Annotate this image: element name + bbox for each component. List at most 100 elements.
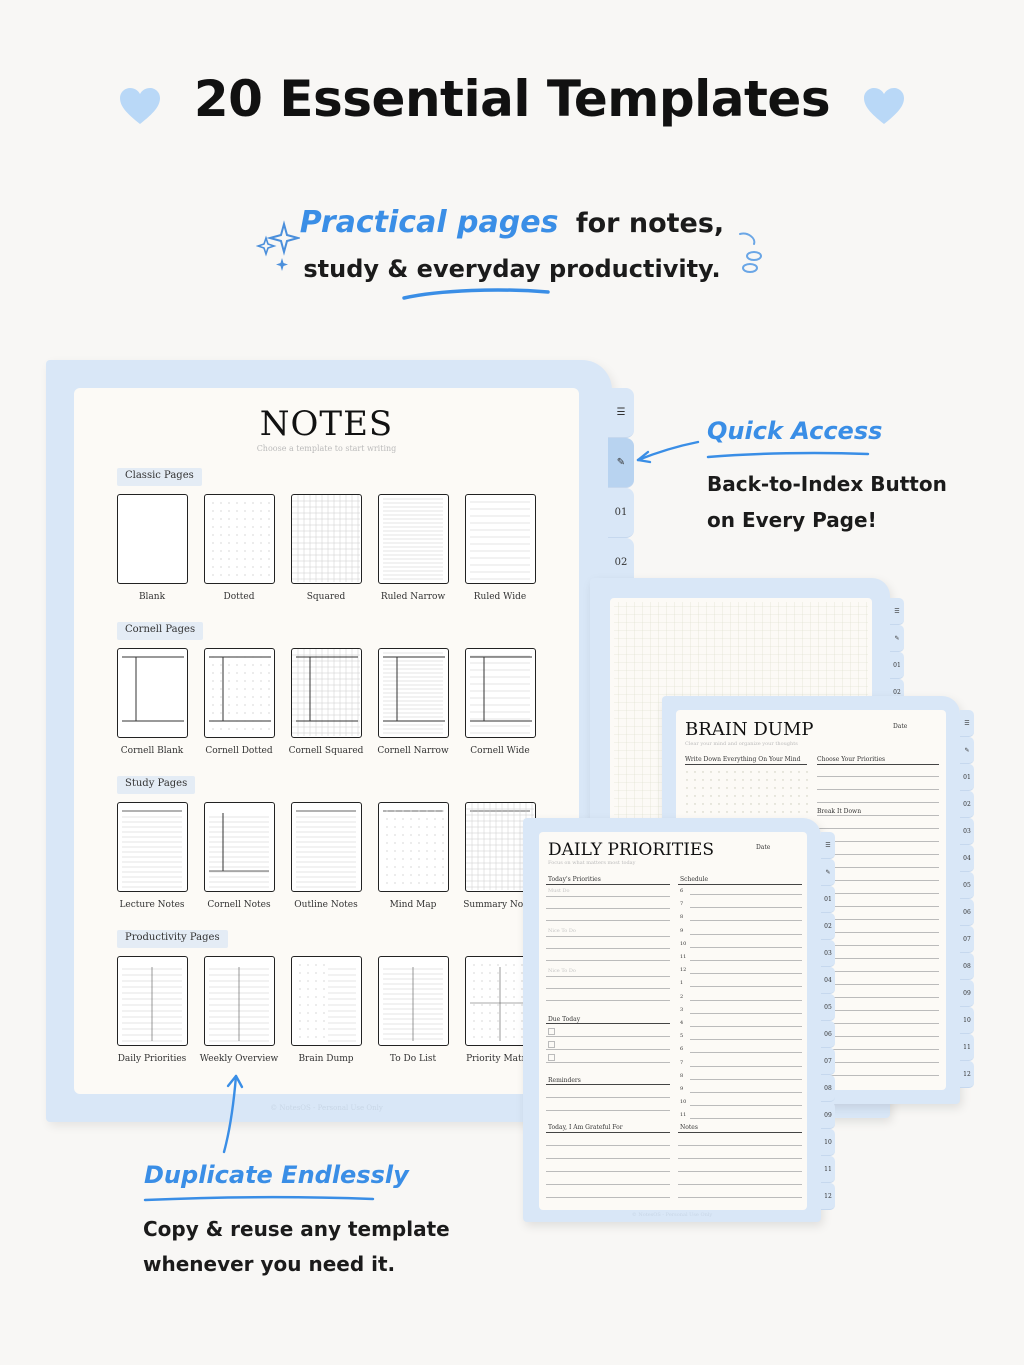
tab-05[interactable]: 05 [960,872,974,899]
tab-09[interactable]: 09 [821,1102,835,1129]
rule-line [546,1158,670,1159]
edit-tab[interactable]: ✎ [960,737,974,764]
tab-04[interactable]: 04 [960,845,974,872]
template-thumb-daily-priorities[interactable] [117,956,188,1046]
daily-left-head: Today's Priorities [548,876,601,883]
tab-03[interactable]: 03 [821,940,835,967]
underline-stroke [143,1195,375,1202]
template-label-cornell-wide: Cornell Wide [470,746,530,756]
tab-01[interactable]: 01 [821,886,835,913]
rule-line [817,1010,939,1011]
underline-stroke [706,451,870,459]
template-thumb-cornell-notes[interactable] [204,802,275,892]
template-preview [118,495,186,582]
schedule-hour: 3 [680,1006,684,1013]
tab-05[interactable]: 05 [821,994,835,1021]
index-tab[interactable]: ☰ [960,710,974,737]
tab-11[interactable]: 11 [821,1156,835,1183]
rule-line [690,894,802,895]
schedule-hour: 10 [680,1099,687,1106]
template-preview [209,967,269,1042]
template-thumb-ruled-wide[interactable] [465,494,536,584]
rule-line [546,1062,670,1063]
template-thumb-squared[interactable] [291,494,362,584]
template-preview [296,810,356,888]
template-thumb-weekly-overview[interactable] [204,956,275,1046]
edit-tab[interactable]: ✎ [821,859,835,886]
grateful-label: Today, I Am Grateful For [548,1124,623,1131]
template-thumb-outline-notes[interactable] [291,802,362,892]
rule-line [817,945,939,946]
rule-line [817,919,939,920]
page-title: 20 Essential Templates [193,70,831,128]
index-tab[interactable]: ☰ [608,388,634,438]
tab-07[interactable]: 07 [821,1048,835,1075]
tab-02[interactable]: 02 [960,791,974,818]
tab-08[interactable]: 08 [821,1075,835,1102]
template-thumb-cornell-blank[interactable] [117,648,188,738]
rule-line [546,1084,670,1085]
template-label-dotted: Dotted [223,592,255,602]
index-tab[interactable]: ☰ [821,832,835,859]
rule-line [546,1000,670,1001]
tab-06[interactable]: 06 [960,899,974,926]
template-thumb-blank[interactable] [117,494,188,584]
brain-dump-date-label: Date [893,723,908,730]
tab-02[interactable]: 02 [821,913,835,940]
quick-access-line-2: on Every Page! [707,508,877,532]
rule-line [690,1065,802,1067]
checkbox[interactable] [548,1054,555,1061]
rule-line [546,1145,670,1146]
template-preview [383,810,444,884]
rule-line [690,999,802,1001]
template-thumb-ruled-narrow[interactable] [378,494,449,584]
rule-line [678,1145,802,1146]
schedule-hour: 5 [680,1033,684,1040]
tab-12[interactable]: 12 [821,1183,835,1210]
tab-10[interactable]: 10 [821,1129,835,1156]
rule-line [817,1062,939,1063]
tab-08[interactable]: 08 [960,953,974,980]
checkbox[interactable] [548,1028,555,1035]
tab-01[interactable]: 01 [960,764,974,791]
tab-10[interactable]: 10 [960,1007,974,1034]
template-preview [212,502,270,576]
template-thumb-dotted[interactable] [204,494,275,584]
template-thumb-brain-dump[interactable] [291,956,362,1046]
nice-to-do-label: Nice To Do [548,928,576,934]
index-tab[interactable]: ☰ [890,598,904,625]
template-thumb-lecture-notes[interactable] [117,802,188,892]
rule-line [690,920,802,922]
template-thumb-cornell-squared[interactable] [291,648,362,738]
subtitle-line-2: study & everyday productivity. [303,255,721,283]
template-thumb-cornell-narrow[interactable] [378,648,449,738]
tab-01[interactable]: 01 [608,488,634,538]
rule-line [678,1197,802,1198]
underline-stroke [402,288,550,300]
grid-side-tabs: ☰ ✎ 01 02 [890,598,904,706]
tab-09[interactable]: 09 [960,980,974,1007]
tab-03[interactable]: 03 [960,818,974,845]
tab-04[interactable]: 04 [821,967,835,994]
tab-11[interactable]: 11 [960,1034,974,1061]
edit-tab[interactable]: ✎ [890,625,904,652]
template-thumb-cornell-dotted[interactable] [204,648,275,738]
tab-06[interactable]: 06 [821,1021,835,1048]
template-label-brain-dump: Brain Dump [298,1054,354,1064]
checkbox[interactable] [548,1041,555,1048]
tab-01[interactable]: 01 [890,652,904,679]
template-thumb-mind-map[interactable] [378,802,449,892]
tab-12[interactable]: 12 [960,1061,974,1088]
template-thumb-to-do-list[interactable] [378,956,449,1046]
daily-date-label: Date [756,844,771,851]
due-today-label: Due Today [548,1016,581,1023]
template-label-cornell-dotted: Cornell Dotted [205,746,273,756]
edit-tab[interactable]: ✎ [608,438,634,488]
template-label-weekly-overview: Weekly Overview [199,1054,279,1064]
rule-line [546,908,670,909]
tab-07[interactable]: 07 [960,926,974,953]
template-preview [299,964,356,1042]
rule-line [690,1092,802,1093]
template-thumb-cornell-wide[interactable] [465,648,536,738]
